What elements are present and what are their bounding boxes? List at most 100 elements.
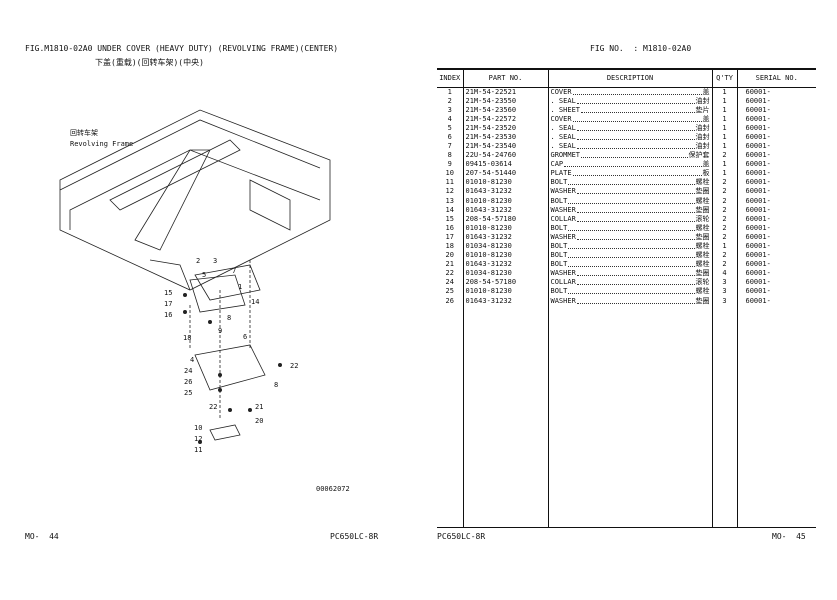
row-qty: 2 [711,260,737,270]
description-cn: 油封 [695,96,710,105]
row-qty: 1 [711,123,737,133]
callout: 25 [184,389,193,397]
leader-dots [576,298,695,304]
description-cn: 盖 [702,160,710,169]
description-text: COVER [550,114,572,123]
leader-dots [572,170,702,177]
row-index: 5 [447,123,452,132]
row-qty: 3 [711,287,737,297]
description-text: COLLAR [550,278,576,287]
frame-label-cn: 回转车架 [70,129,98,137]
row-index: 26 [445,296,454,305]
row-part-number: 01643-31232 [462,187,548,197]
row-part-number: 01010-81230 [462,223,548,233]
row-index: 4 [447,114,452,123]
row-part-number: 21M-54-23520 [462,123,548,133]
description-text: . SEAL [550,132,576,141]
callout: 3 [213,257,218,265]
row-serial: 60001- [736,242,816,252]
callout: 18 [183,334,192,342]
row-serial: 60001- [736,132,816,142]
leader-dots [576,216,695,222]
row-part-number: 01010-81230 [462,196,548,206]
fig-number: FIG NO. : M1810-02A0 [590,44,692,53]
row-description: . SEAL 油封 [547,96,712,106]
row-index: 7 [447,141,452,150]
description-text: . SEAL [550,96,576,105]
row-index: 12 [445,187,454,196]
row-serial: 60001- [736,114,816,124]
description-text: BOLT [550,196,568,205]
header-serial: SERIAL NO. [736,68,816,88]
description-text: BOLT [550,242,568,250]
row-part-number: 21M-54-22521 [462,87,548,97]
description-text: . SHEET [550,105,581,114]
leader-dots [576,125,695,131]
row-part-number: 01643-31232 [462,205,548,215]
row-index: 1 [447,87,452,96]
description-cn: 螺栓 [695,260,710,269]
row-qty: 1 [711,141,737,152]
row-index: 2 [447,96,452,105]
row-index: 20 [445,251,454,260]
callout: 17 [164,300,173,308]
callout: 7 [232,267,237,275]
callout: 10 [194,424,203,432]
row-qty: 2 [711,196,737,206]
parts-table: INDEX PART NO. DESCRIPTION Q'TY SERIAL N… [437,68,816,528]
table-header: INDEX PART NO. DESCRIPTION Q'TY SERIAL N… [437,68,816,88]
leader-dots [572,89,702,95]
callout: 15 [164,289,173,297]
callout: 8 [227,314,232,322]
row-index: 14 [445,205,454,214]
leader-dots [568,225,695,231]
row-qty: 2 [711,187,737,197]
leader-dots [581,107,695,113]
row-serial: 60001- [736,232,816,242]
description-cn: 油封 [695,141,710,150]
row-index: 8 [447,151,452,160]
description-cn: 油封 [695,123,710,132]
row-qty: 4 [711,269,737,279]
row-qty: 1 [711,132,737,142]
leader-dots [568,179,695,186]
description-text: GROMMET [550,151,581,160]
row-serial: 60001- [736,214,816,224]
frame-label: Revolving Frame [70,140,134,148]
row-serial: 60001- [736,105,816,115]
row-serial: 60001- [736,96,816,106]
leader-dots [564,161,702,168]
description-text: WASHER [550,187,576,196]
footer-page-left: MO- 44 [25,532,59,541]
row-qty: 1 [711,242,737,252]
callout: 1 [238,283,243,291]
figure-title: FIG.M1810-02A0 UNDER COVER (HEAVY DUTY) … [25,44,339,53]
footer-model-left: PC650LC-8R [330,532,379,541]
description-cn: 螺栓 [695,287,710,296]
footer-page-right: MO- 45 [772,532,806,541]
row-part-number: 01034-81230 [462,269,548,279]
description-cn: 盖 [702,114,710,123]
callout: 20 [255,417,264,425]
drawing-number: 00062072 [316,485,350,493]
row-index: 15 [445,214,454,223]
description-cn: 垫圈 [695,296,710,305]
leader-dots [568,243,695,249]
